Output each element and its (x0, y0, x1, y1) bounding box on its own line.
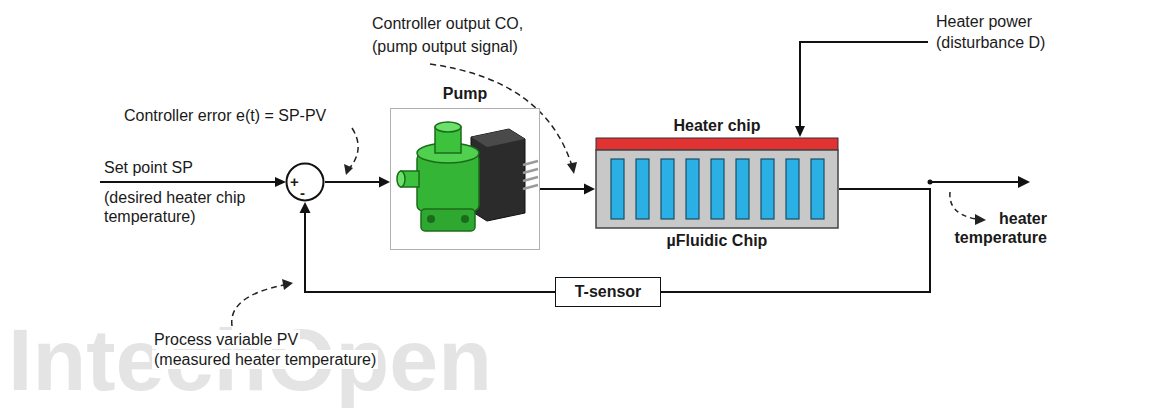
output-label: heater temperature (935, 209, 1047, 247)
channel (661, 159, 674, 219)
channel (761, 159, 774, 219)
summing-junction: +- (285, 162, 325, 202)
signal-label: (disturbance D) (936, 33, 1116, 52)
arrow-head (1018, 176, 1030, 188)
fluidic-chip (596, 150, 838, 228)
part-name: T-sensor (575, 283, 642, 300)
part-name: Pump (390, 84, 540, 104)
terminal-pin (523, 177, 538, 181)
branch-dot (928, 180, 933, 185)
channel (686, 159, 699, 219)
chip-illustration (595, 137, 839, 229)
signal-label: (desired heater chip temperature) (104, 188, 269, 226)
arrow-head (275, 177, 286, 187)
arrow-head (344, 164, 353, 175)
output-line (930, 181, 1020, 183)
signal-label: (pump output signal) (372, 37, 592, 56)
chip-block: Heater chip µFluidic Chip (595, 116, 839, 251)
signal-label: (measured heater temperature) (152, 350, 378, 369)
leader-line (348, 128, 358, 170)
connector (540, 184, 595, 195)
pump-box (390, 108, 540, 250)
signal-label: Controller error e(t) = SP-PV (124, 106, 364, 125)
motor-top (471, 129, 525, 147)
channel (636, 159, 649, 219)
side-port-end (397, 171, 405, 187)
signal-label: Process variable PV (152, 330, 300, 349)
arrow-head (567, 162, 577, 174)
terminal-pin (523, 161, 538, 165)
pump-base (421, 209, 475, 231)
channel (811, 159, 824, 219)
screw (427, 215, 435, 223)
channel (786, 159, 799, 219)
signal-label: Set point SP (104, 158, 254, 177)
signal-label: Heater power (936, 12, 1116, 31)
arrow-head (584, 184, 595, 195)
channel (611, 159, 624, 219)
heater-bar (596, 138, 838, 150)
arrow-head (379, 177, 390, 188)
setpoint-line (100, 181, 278, 183)
arrow-head (795, 126, 805, 137)
arrow-head (282, 279, 293, 290)
connector-line (540, 188, 587, 190)
junction-circle (287, 164, 324, 201)
connector-line (325, 181, 382, 183)
signal-label: Controller output CO, (372, 14, 592, 33)
sign-symbol: + (290, 174, 299, 189)
pump-illustration (391, 109, 541, 249)
channel (736, 159, 749, 219)
part-name: Heater chip (595, 116, 839, 136)
terminal-pin (523, 169, 538, 173)
arrow-head (300, 202, 311, 213)
pump-block: Pump (390, 84, 540, 250)
sensor-box: T-sensor (555, 277, 661, 307)
screw (461, 215, 469, 223)
disturbance-line (800, 42, 928, 128)
connector (325, 177, 390, 188)
channel (711, 159, 724, 219)
sign-symbol: - (300, 185, 305, 200)
arrow-head (975, 214, 986, 225)
part-name: µFluidic Chip (595, 231, 839, 251)
leader-line (950, 192, 976, 219)
inlet-top (435, 122, 461, 132)
terminal-pin (523, 185, 538, 189)
